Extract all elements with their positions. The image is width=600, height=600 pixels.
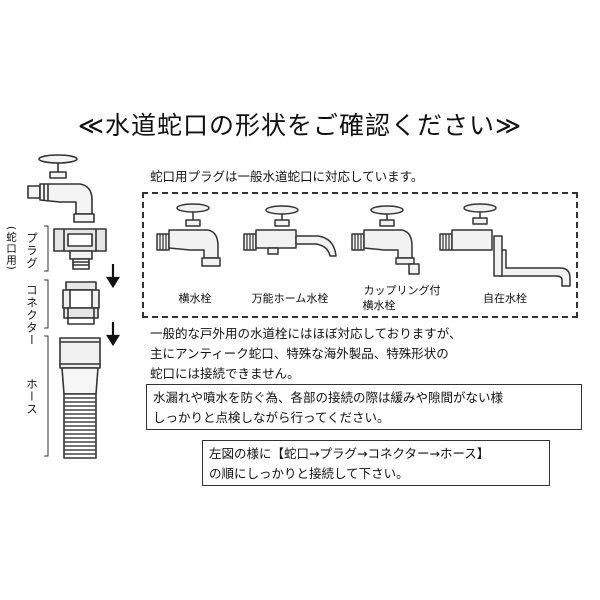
faucet-label-coupling-line2: 横水栓	[362, 299, 396, 312]
notice-line: 蛇口には接続できません。	[150, 366, 300, 381]
connector-icon	[62, 281, 100, 325]
faucet-types-box	[142, 192, 578, 318]
caution-line: しっかりと点検しながら行ってください。	[153, 410, 390, 425]
faucet-label-swivel: 自在水栓	[483, 292, 527, 305]
down-arrow-icons	[106, 264, 120, 347]
plug-note-label: (蛇口用)	[5, 226, 17, 271]
faucet-icon	[27, 154, 95, 223]
compatibility-notice: 一般的な戸外用の水道栓にはほぼ対応しておりますが、 主にアンティーク蛇口、特殊な…	[150, 324, 462, 384]
universal-home-faucet-icon	[243, 205, 337, 257]
caution-box: 水漏れや噴水を防ぐ為、各部の接続の際は緩みや隙間がない様 しっかりと点検しながら…	[146, 384, 582, 430]
hose-label: ホース	[25, 378, 39, 416]
order-line: の順にしっかりと接続して下さい。	[209, 466, 409, 481]
intro-text: 蛇口用プラグは一般水道蛇口に対応しています。	[150, 169, 424, 184]
connection-order-box: 左図の様に【蛇口→プラグ→コネクター→ホース】 の順にしっかりと接続して下さい。	[202, 440, 550, 486]
coupling-faucet-icon	[351, 205, 420, 275]
swivel-faucet-icon	[439, 203, 571, 287]
side-brackets	[44, 225, 49, 457]
order-line: 左図の様に【蛇口→プラグ→コネクター→ホース】	[209, 446, 490, 461]
notice-line: 主にアンティーク蛇口、特殊な海外製品、特殊形状の	[150, 346, 449, 361]
faucet-label-coupling-line1: カップリング付	[363, 284, 441, 297]
hose-ribs	[64, 397, 96, 455]
faucet-label-universal-home: 万能ホーム水栓	[251, 292, 329, 305]
faucet-label-horizontal: 横水栓	[178, 292, 212, 305]
plug-icon	[53, 228, 107, 270]
plug-label: プラグ	[25, 232, 39, 270]
page-title: ≪水道蛇口の形状をご確認ください≫	[77, 111, 523, 140]
notice-line: 一般的な戸外用の水道栓にはほぼ対応しておりますが、	[150, 326, 462, 341]
connector-label: コネクター	[25, 284, 39, 347]
caution-line: 水漏れや噴水を防ぐ為、各部の接続の際は緩みや隙間がない様	[153, 390, 504, 405]
